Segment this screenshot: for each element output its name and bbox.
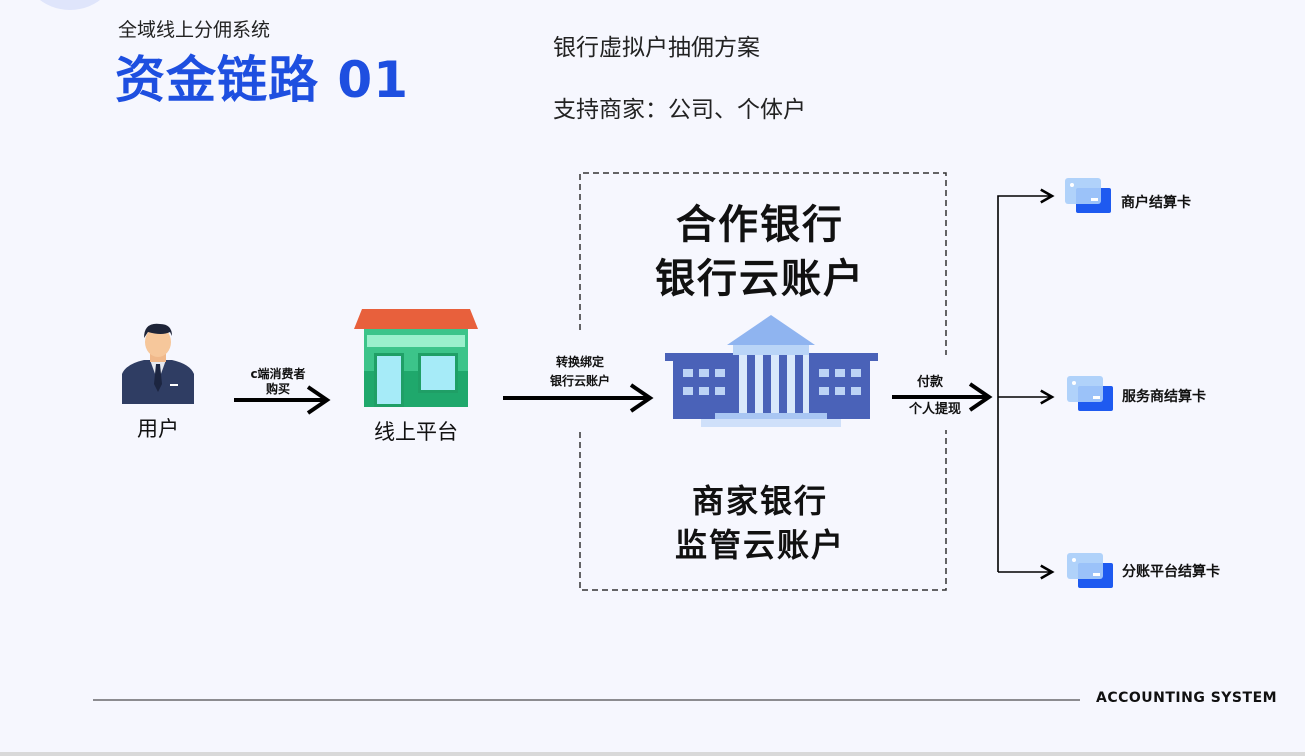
purchase-arrow: [234, 385, 331, 415]
bank-card-icon: [1065, 178, 1111, 213]
bottom-bar: [0, 752, 1305, 756]
pay-arrow: [892, 382, 993, 412]
bank-card-icon: [1067, 553, 1113, 588]
bind-label-1: 转换绑定: [555, 355, 604, 369]
bind-arrow: [503, 383, 654, 413]
footer-label: ACCOUNTING SYSTEM: [1096, 690, 1278, 706]
scheme-text: 银行虚拟户抽佣方案: [553, 35, 760, 61]
purchase-label-1: c端消费者: [250, 367, 306, 381]
page-title: 资金链路 01: [115, 51, 409, 109]
bank-card-icon: [1067, 376, 1113, 411]
supervised-account-label: 监管云账户: [674, 526, 845, 564]
decorative-circle: [20, 0, 120, 10]
support-text: 支持商家：公司、个体户: [553, 97, 806, 123]
card-label: 服务商结算卡: [1122, 389, 1206, 405]
merchant-bank-label: 商家银行: [691, 482, 828, 520]
platform-label: 线上平台: [374, 420, 458, 444]
user-avatar-icon: [122, 323, 194, 404]
store-icon: [354, 309, 478, 407]
bank-cloud-account-label: 银行云账户: [655, 256, 865, 302]
purchase-label-2: 购买: [265, 382, 290, 396]
pay-label: 付款: [916, 375, 943, 390]
user-label: 用户: [137, 417, 179, 441]
partner-bank-label: 合作银行: [676, 202, 844, 248]
branch-lines: [997, 188, 1055, 580]
withdraw-label: 个人提现: [908, 402, 961, 417]
card-label: 商户结算卡: [1121, 195, 1191, 211]
system-subtitle: 全域线上分佣系统: [118, 19, 271, 41]
card-label: 分账平台结算卡: [1122, 564, 1220, 580]
bank-dashed-box: [579, 172, 947, 591]
bank-building-icon: [665, 315, 878, 427]
bind-label-2: 银行云账户: [549, 374, 610, 388]
